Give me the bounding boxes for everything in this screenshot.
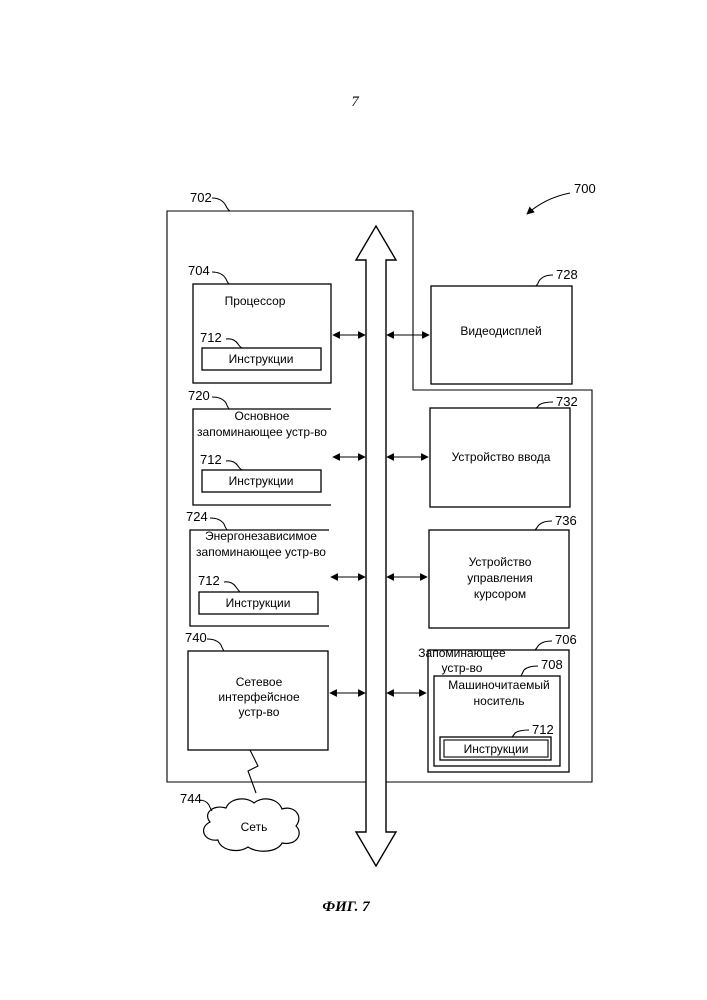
storage-line1: Запоминающее — [418, 646, 506, 660]
nv-memory-line2: запоминающее устр-во — [196, 545, 326, 559]
leader-netif — [207, 639, 224, 651]
medium-line1: Машиночитаемый — [448, 678, 549, 692]
arrow-system — [527, 193, 570, 214]
cursor-line2: управления — [467, 571, 532, 585]
netif-line3: устр-во — [239, 705, 280, 719]
nv-memory-instructions-label: Инструкции — [226, 596, 291, 610]
leader-cursor — [535, 521, 552, 530]
network-label: Сеть — [241, 820, 268, 834]
processor-instructions-label: Инструкции — [229, 352, 294, 366]
system-bus — [356, 226, 396, 866]
ref-main-memory-instructions: 712 — [200, 452, 222, 467]
leader-input — [536, 402, 553, 408]
storage-line2: устр-во — [442, 661, 483, 675]
figure-caption: ФИГ. 7 — [322, 899, 370, 915]
ref-computer: 702 — [190, 190, 212, 205]
ref-storage: 706 — [555, 632, 577, 647]
ref-medium-instructions: 712 — [532, 722, 554, 737]
input-label: Устройство ввода — [452, 450, 551, 464]
ref-processor: 704 — [188, 263, 210, 278]
ref-network: 744 — [180, 791, 202, 806]
leader-main-memory — [212, 397, 229, 409]
main-memory-line1: Основное — [235, 409, 290, 423]
ref-nv-memory: 724 — [186, 509, 208, 524]
netif-line1: Сетевое — [236, 675, 283, 689]
cursor-line3: курсором — [474, 587, 526, 601]
ref-netif: 740 — [185, 630, 207, 645]
ref-processor-instructions: 712 — [200, 330, 222, 345]
ref-display: 728 — [556, 267, 578, 282]
main-memory-instructions-label: Инструкции — [229, 474, 294, 488]
display-label: Видеодисплей — [460, 324, 541, 338]
leader-processor — [212, 272, 229, 284]
ref-cursor: 736 — [555, 513, 577, 528]
page-number: 7 — [351, 94, 360, 110]
ref-input: 732 — [556, 394, 578, 409]
leader-display — [536, 275, 553, 286]
network-link — [248, 750, 258, 793]
ref-main-memory: 720 — [188, 388, 210, 403]
processor-label: Процессор — [225, 294, 286, 308]
leader-storage — [535, 641, 552, 650]
netif-line2: интерфейсное — [218, 690, 300, 704]
ref-nv-memory-instructions: 712 — [198, 573, 220, 588]
cursor-line1: Устройство — [469, 555, 532, 569]
leader-computer — [212, 198, 230, 211]
medium-instructions-label: Инструкции — [464, 742, 529, 756]
medium-line2: носитель — [474, 694, 525, 708]
nv-memory-line1: Энергонезависимое — [205, 529, 317, 543]
main-memory-line2: запоминающее устр-во — [197, 425, 327, 439]
ref-medium: 708 — [541, 657, 563, 672]
ref-system: 700 — [574, 181, 596, 196]
